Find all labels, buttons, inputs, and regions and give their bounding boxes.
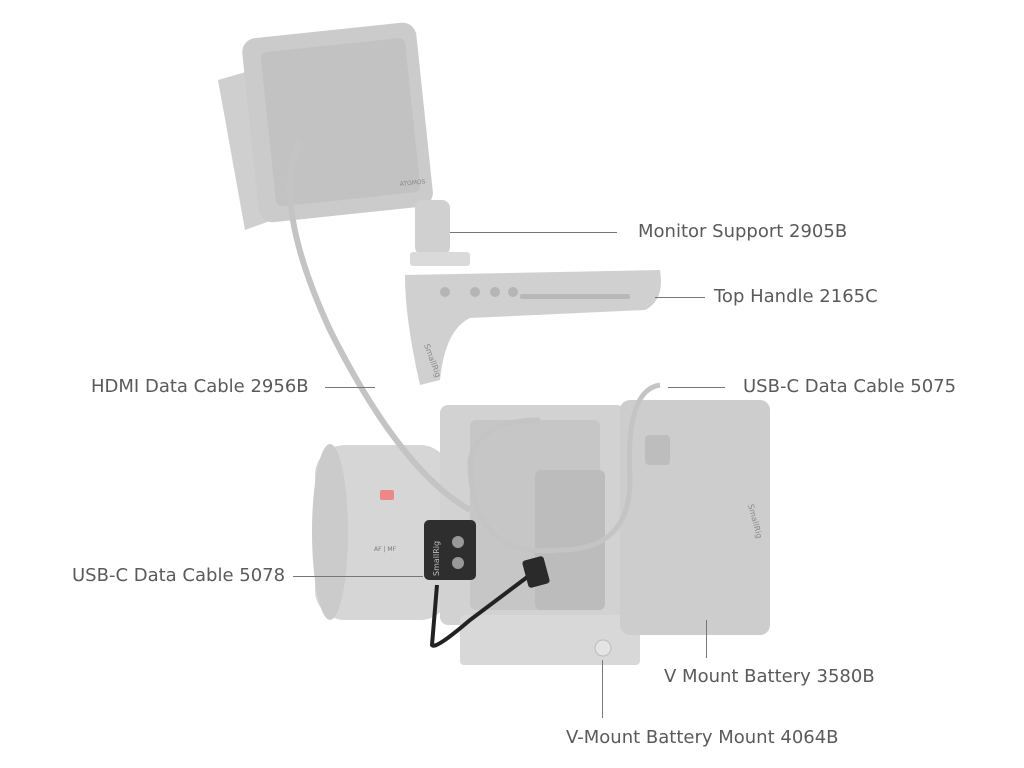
camera-cage bbox=[440, 405, 640, 665]
usbc-5078-clamp: SmallRig bbox=[424, 520, 550, 648]
leader-line-usbc-5075 bbox=[668, 387, 725, 388]
leader-line-monitor-support bbox=[450, 232, 617, 233]
monitor-brand: ATOMOS bbox=[399, 178, 426, 188]
label-hdmi-cable: HDMI Data Cable 2956B bbox=[91, 376, 309, 397]
leader-line-hdmi-cable bbox=[325, 387, 375, 388]
monitor: ATOMOS bbox=[218, 22, 433, 230]
leader-line-battery-mount bbox=[602, 660, 603, 718]
usbc-5075-cable-shape bbox=[467, 382, 661, 554]
v-mount-battery: SmallRig bbox=[620, 400, 770, 635]
label-battery-mount: V-Mount Battery Mount 4064B bbox=[566, 727, 839, 748]
hdmi-cable-shape bbox=[287, 138, 472, 513]
clamp-brand: SmallRig bbox=[432, 541, 441, 576]
label-usbc-5078: USB-C Data Cable 5078 bbox=[72, 565, 286, 586]
leader-line-battery bbox=[706, 620, 707, 658]
leader-line-top-handle bbox=[655, 297, 705, 298]
label-monitor-support: Monitor Support 2905B bbox=[638, 221, 848, 242]
label-battery: V Mount Battery 3580B bbox=[664, 666, 875, 687]
label-usbc-5075: USB-C Data Cable 5075 bbox=[743, 376, 957, 397]
leader-line-usbc-5078 bbox=[293, 576, 423, 577]
label-top-handle: Top Handle 2165C bbox=[714, 286, 878, 307]
top-handle: SmallRig bbox=[405, 270, 661, 385]
monitor-support bbox=[410, 200, 470, 266]
lens-switch-label: AF | MF bbox=[374, 546, 397, 553]
